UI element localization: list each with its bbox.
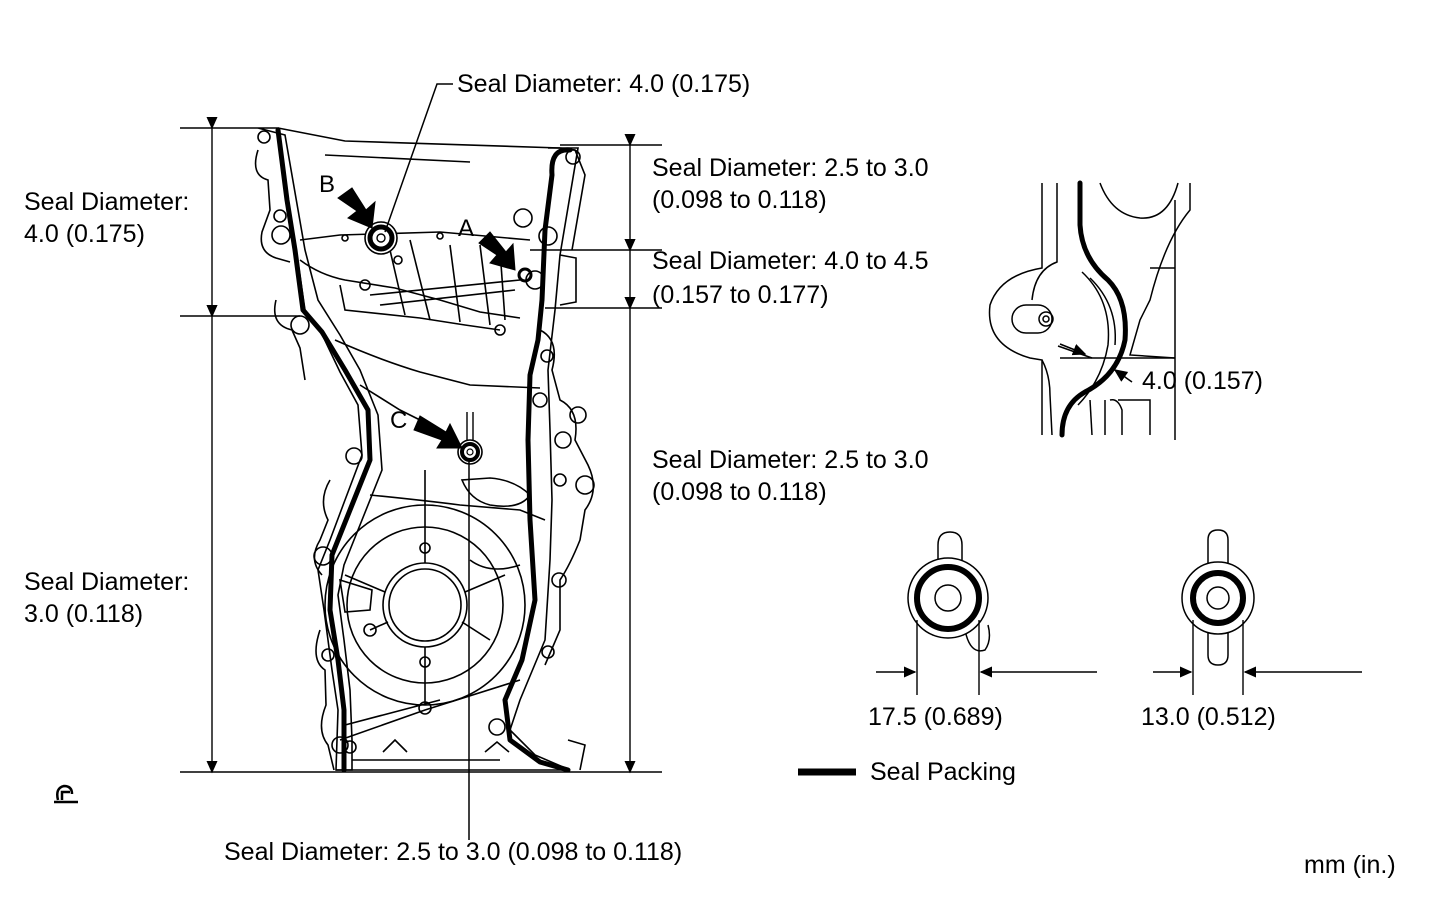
left-lower-value: 3.0 (0.118) (24, 600, 144, 628)
right-lower-label-line1: Seal Diameter: 2.5 to 3.0 (652, 446, 929, 474)
left-upper-title: Seal Diameter: (24, 188, 190, 216)
right-top-label-line1: Seal Diameter: 2.5 to 3.0 (652, 154, 929, 182)
units-label: mm (in.) (1304, 851, 1396, 879)
right-top-label-line2: (0.098 to 0.118) (652, 186, 827, 214)
seal-point-b (364, 221, 398, 255)
seal-point-a (517, 267, 533, 283)
seal-c-diameter-label: Seal Diameter: 2.5 to 3.0 (0.098 to 0.11… (224, 838, 683, 866)
right-mid-label-line1: Seal Diameter: 4.0 to 4.5 (652, 247, 929, 275)
ring-large-dimension-label: 17.5 (0.689) (868, 703, 1003, 731)
seal-b-diameter-label: Seal Diameter: 4.0 (0.175) (457, 70, 751, 98)
ring-dimension-lines (876, 620, 1362, 695)
right-mid-label-line2: (0.157 to 0.177) (652, 281, 829, 309)
ring-small (1181, 529, 1255, 666)
detail-width-label: 4.0 (0.157) (1142, 367, 1263, 395)
seal-point-c (457, 412, 483, 465)
seal-packing-bead (275, 127, 573, 773)
ring-large (907, 531, 991, 652)
left-upper-value: 4.0 (0.175) (24, 220, 145, 248)
left-lower-title: Seal Diameter: (24, 568, 190, 596)
right-lower-label-line2: (0.098 to 0.118) (652, 478, 827, 506)
leader-lines (384, 83, 470, 840)
dimension-lines (180, 116, 662, 774)
detail-seal-packing (1059, 180, 1128, 438)
callout-letter-c: C (390, 407, 408, 434)
timing-cover-drawing (254, 127, 595, 771)
callout-letter-a: A (458, 215, 475, 242)
ring-small-dimension-label: 13.0 (0.512) (1141, 703, 1276, 731)
service-symbol-icon (54, 784, 78, 804)
callout-letter-b: B (319, 171, 336, 198)
callout-arrows (337, 187, 516, 449)
legend-seal-packing-label: Seal Packing (870, 758, 1016, 786)
detail-view (988, 182, 1191, 440)
